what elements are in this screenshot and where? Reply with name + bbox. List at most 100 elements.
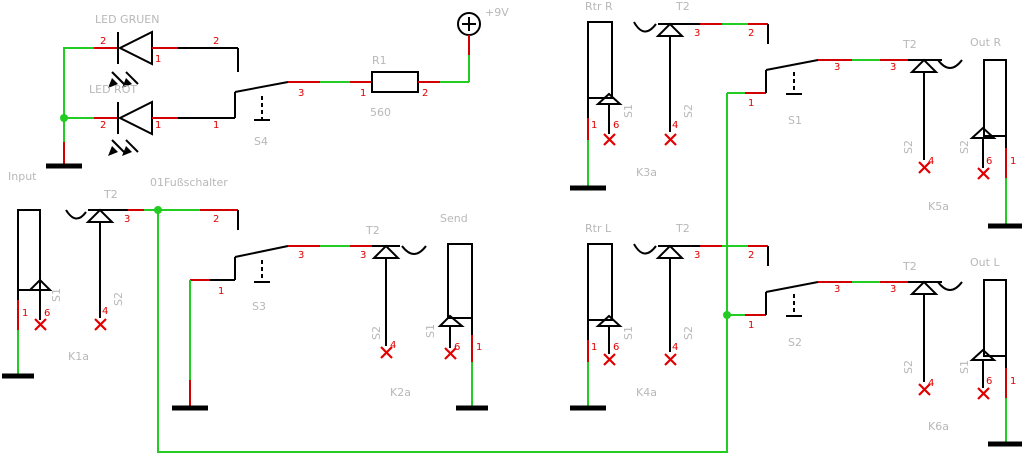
- svg-text:S1: S1: [50, 288, 63, 302]
- svg-text:4: 4: [390, 340, 396, 351]
- terminal-rtr-r-t2: [633, 21, 769, 146]
- svg-text:2: 2: [100, 36, 106, 47]
- svg-text:1: 1: [155, 120, 161, 131]
- svg-text:S2: S2: [958, 140, 971, 154]
- svg-text:2: 2: [100, 120, 106, 131]
- svg-text:T2: T2: [902, 260, 917, 273]
- supply-symbol: [457, 12, 481, 82]
- svg-text:1: 1: [360, 88, 366, 99]
- svg-text:S2: S2: [112, 292, 125, 306]
- svg-text:S2: S2: [902, 360, 915, 374]
- svg-text:1: 1: [155, 54, 161, 65]
- terminal-rtr-l-t2: [633, 243, 769, 366]
- bypass-wire: [157, 93, 728, 453]
- jack-k5a-label: K5a: [928, 200, 949, 213]
- jack-k4a-label: K4a: [636, 386, 657, 399]
- svg-text:3: 3: [360, 250, 366, 261]
- led-green: [94, 30, 239, 88]
- svg-text:3: 3: [124, 214, 130, 225]
- supply-label: +9V: [485, 6, 509, 19]
- footswitch-label: 01Fußschalter: [150, 176, 228, 189]
- svg-text:3: 3: [298, 88, 304, 99]
- svg-text:2: 2: [422, 88, 428, 99]
- svg-text:S2: S2: [370, 326, 383, 340]
- switch-s3-label: S3: [252, 300, 266, 313]
- svg-text:S2: S2: [682, 326, 695, 340]
- svg-text:4: 4: [928, 156, 934, 167]
- svg-text:T2: T2: [103, 188, 118, 201]
- jack-k1a-label: K1a: [68, 350, 89, 363]
- svg-text:T2: T2: [675, 0, 690, 13]
- svg-text:S2: S2: [902, 140, 915, 154]
- svg-text:3: 3: [890, 284, 896, 295]
- svg-text:1: 1: [218, 286, 224, 297]
- svg-text:3: 3: [834, 284, 840, 295]
- jack-k5a: [969, 59, 1022, 229]
- svg-text:T2: T2: [902, 38, 917, 51]
- switch-s4: [234, 81, 372, 121]
- jack-send-label: Send: [440, 212, 468, 225]
- switch-s3: [172, 209, 400, 411]
- svg-text:1: 1: [591, 120, 597, 131]
- svg-text:2: 2: [213, 36, 219, 47]
- svg-text:3: 3: [890, 62, 896, 73]
- svg-text:4: 4: [102, 306, 108, 317]
- jack-k2a-label: K2a: [390, 386, 411, 399]
- svg-text:1: 1: [1010, 156, 1016, 167]
- svg-text:1: 1: [748, 98, 754, 109]
- switch-s1-label: S1: [788, 114, 802, 127]
- svg-text:S1: S1: [622, 104, 635, 118]
- svg-text:S1: S1: [622, 326, 635, 340]
- jack-out-l-label: Out L: [970, 256, 1000, 269]
- switch-s2: [727, 281, 942, 317]
- jack-rtr-r-label: Rtr R: [585, 0, 613, 13]
- svg-text:S2: S2: [682, 104, 695, 118]
- svg-text:2: 2: [213, 214, 219, 225]
- resistor-ref: R1: [372, 54, 387, 67]
- svg-text:6: 6: [44, 308, 50, 319]
- led-red-label: LED ROT: [89, 83, 137, 96]
- svg-text:6: 6: [454, 342, 460, 353]
- power-led-section: +9V LED GRUEN 2 1 2: [46, 6, 509, 169]
- svg-text:4: 4: [928, 378, 934, 389]
- svg-text:3: 3: [694, 250, 700, 261]
- svg-text:1: 1: [591, 342, 597, 353]
- jack-rtr-l-label: Rtr L: [585, 222, 612, 235]
- jack-send: [437, 243, 488, 411]
- svg-text:6: 6: [613, 120, 619, 131]
- svg-text:6: 6: [986, 376, 992, 387]
- svg-text:T2: T2: [365, 224, 380, 237]
- svg-text:1: 1: [1010, 376, 1016, 387]
- svg-text:3: 3: [298, 250, 304, 261]
- svg-text:4: 4: [672, 120, 678, 131]
- svg-text:4: 4: [672, 342, 678, 353]
- jack-k6a: [969, 279, 1022, 447]
- jack-input-label: Input: [8, 170, 37, 183]
- resistor-value: 560: [370, 106, 391, 119]
- terminal-out-l-t2: [909, 280, 963, 396]
- jack-k4a: [570, 243, 623, 411]
- svg-text:S1: S1: [424, 324, 437, 338]
- led-red: [94, 100, 235, 156]
- switch-s1: [727, 59, 942, 95]
- terminal-send-t2: [371, 244, 427, 359]
- jack-k6a-label: K6a: [928, 420, 949, 433]
- svg-text:1: 1: [476, 342, 482, 353]
- svg-text:1: 1: [748, 320, 754, 331]
- svg-text:1: 1: [213, 120, 219, 131]
- jack-k3a: [570, 21, 623, 191]
- switch-s2-label: S2: [788, 336, 802, 349]
- svg-text:2: 2: [748, 250, 754, 261]
- jack-k3a-label: K3a: [636, 166, 657, 179]
- terminal-out-r-t2: [909, 58, 963, 174]
- svg-text:6: 6: [613, 342, 619, 353]
- jack-out-r-label: Out R: [970, 36, 1001, 49]
- svg-text:6: 6: [986, 156, 992, 167]
- svg-text:T2: T2: [675, 222, 690, 235]
- svg-text:3: 3: [694, 28, 700, 39]
- svg-text:3: 3: [834, 62, 840, 73]
- resistor-r1: [371, 71, 469, 93]
- led-common-wire: [63, 47, 94, 142]
- switch-s4-label: S4: [254, 135, 268, 148]
